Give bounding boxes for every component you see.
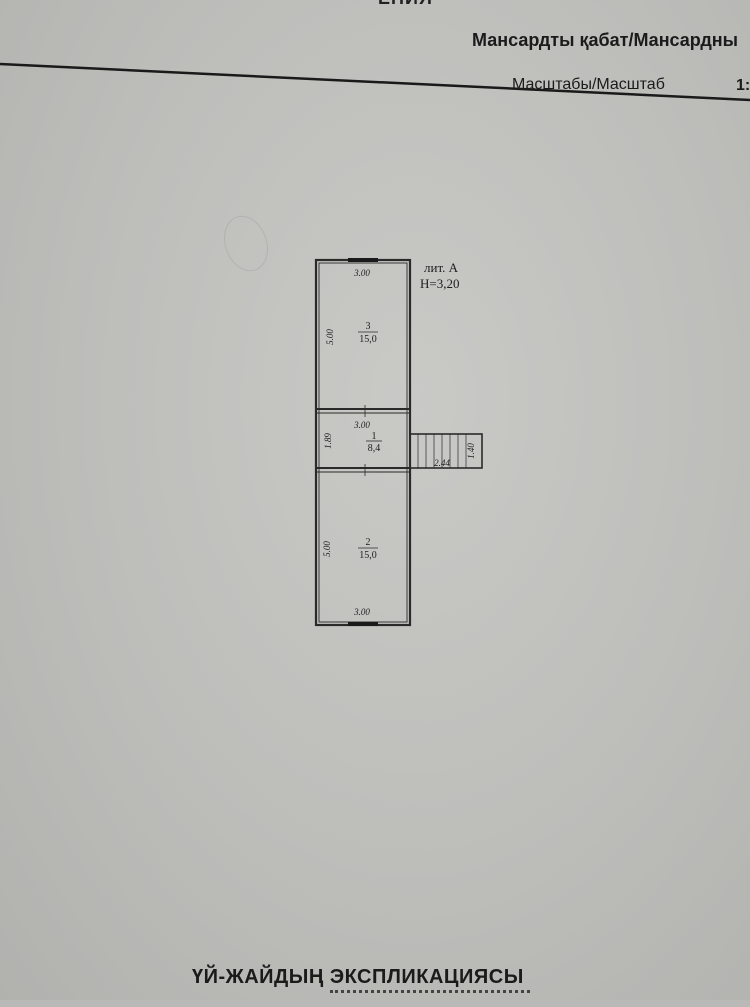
height-label: H=3,20 — [420, 276, 459, 291]
room3-length: 5.00 — [325, 329, 335, 345]
cut-off-heading: ЕНИЯ — [378, 0, 433, 9]
room3-width: 3.00 — [353, 268, 370, 278]
room3-number: 3 — [366, 321, 371, 332]
room1-number: 1 — [372, 431, 377, 442]
window-top — [348, 258, 378, 262]
room2-area: 15,0 — [359, 550, 377, 561]
room2-width: 3.00 — [353, 607, 370, 617]
room2-number: 2 — [366, 537, 371, 548]
stairs-length: 2.44 — [434, 458, 450, 468]
litera-label: лит. А — [424, 260, 459, 275]
floor-plan: 3.00 5.00 3 15,0 3.00 1.89 1 8,4 5.00 2 … — [314, 258, 483, 627]
scale-value: 1: — [736, 77, 750, 94]
room1-width: 3.00 — [353, 420, 370, 430]
room1-length: 1.89 — [323, 433, 333, 449]
cut-off-text — [330, 990, 530, 1007]
room3-area: 15,0 — [359, 334, 377, 345]
window-bottom — [348, 622, 378, 626]
stairs — [409, 433, 483, 469]
stairs-width: 1.40 — [466, 443, 476, 459]
explication-title: ҮЙ-ЖАЙДЫҢ ЭКСПЛИКАЦИЯСЫ — [192, 966, 524, 988]
scale-label: Масштабы/Масштаб — [512, 76, 665, 93]
room1-area: 8,4 — [368, 443, 381, 454]
floor-title: Мансардты қабат/Мансардны — [472, 30, 739, 50]
room2-length: 5.00 — [322, 541, 332, 557]
